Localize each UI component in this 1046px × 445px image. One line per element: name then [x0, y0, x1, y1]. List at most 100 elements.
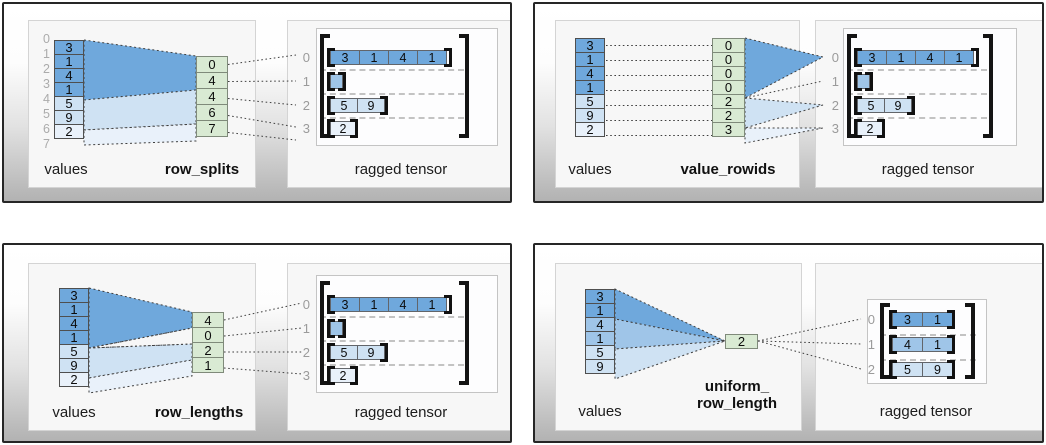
row-left-bracket	[889, 360, 897, 379]
row-right-bracket	[350, 366, 358, 385]
tensor-cell: 1	[922, 312, 953, 327]
values-cell: 1	[585, 303, 615, 318]
row-index-label: 1	[867, 337, 875, 352]
values-column: 3 1 4 1 5 9 2	[54, 40, 84, 139]
row-index-label: 1	[831, 74, 839, 89]
tensor-cell: 1	[417, 50, 447, 65]
empty-row-cell	[330, 321, 343, 336]
tensor-left-bracket	[320, 281, 330, 385]
value-rowids-cell: 0	[712, 80, 745, 95]
values-cell: 9	[59, 358, 89, 373]
value-rowids-column: 0 0 0 0 2 2 3	[712, 38, 745, 137]
values-cell: 4	[59, 316, 89, 331]
method-label: row_lengths	[154, 404, 244, 421]
row-right-bracket	[971, 48, 979, 67]
row-right-bracket	[865, 72, 873, 91]
ragged-tensor-label: ragged tensor	[354, 404, 448, 421]
values-cell: 1	[575, 80, 605, 95]
row-left-bracket	[854, 119, 862, 138]
row-right-bracket	[907, 96, 915, 115]
tensor-left-bracket	[320, 34, 330, 138]
row-separator	[320, 69, 464, 71]
tensor-right-bracket	[983, 34, 993, 138]
tensor-row: 5 9	[857, 98, 912, 113]
tensor-row: 5 9	[330, 98, 385, 113]
values-label: values	[568, 161, 612, 178]
values-cell: 1	[54, 82, 84, 97]
values-cell: 3	[54, 40, 84, 55]
tensor-cell: 4	[915, 50, 945, 65]
tensor-row: 3 1 4 1	[330, 297, 447, 312]
row-index-label: 3	[302, 121, 310, 136]
value-rowids-cell: 2	[712, 108, 745, 123]
tensor-cell: 1	[944, 50, 974, 65]
values-cell: 9	[585, 359, 615, 374]
row-lengths-cell: 0	[192, 327, 224, 343]
tensor-cell: 1	[417, 297, 447, 312]
panel-row-lengths: 3 1 4 1 5 9 2 4 0 2 1 values row_lengths…	[2, 243, 512, 443]
row-separator	[880, 359, 976, 361]
values-cell: 3	[585, 289, 615, 304]
row-splits-cell: 4	[196, 88, 228, 105]
tensor-cell: 9	[357, 98, 385, 113]
values-column: 3 1 4 1 5 9 2	[59, 288, 89, 387]
tensor-row: 2	[330, 121, 356, 136]
row-index-label: 1	[302, 321, 310, 336]
funnel-overlay	[88, 287, 303, 394]
empty-row-cell	[330, 74, 343, 89]
value-index-label: 5	[43, 107, 50, 121]
values-cell: 5	[54, 96, 84, 111]
method-label: uniform_ row_length	[662, 378, 812, 412]
row-left-bracket	[854, 48, 862, 67]
row-left-bracket	[854, 72, 862, 91]
value-rowids-cell: 3	[712, 122, 745, 137]
row-left-bracket	[327, 343, 335, 362]
tensor-row: 4 1	[892, 337, 953, 352]
ragged-tensor-label: ragged tensor	[881, 161, 975, 178]
row-index-label: 2	[302, 98, 310, 113]
tensor-right-bracket	[965, 303, 975, 379]
row-left-bracket	[327, 366, 335, 385]
row-splits-cell: 7	[196, 120, 228, 137]
funnel-overlay	[83, 39, 297, 146]
tensor-row: 3 1 4 1	[330, 50, 447, 65]
uniform-row-length-cell-wrap: 2	[725, 334, 758, 349]
values-column: 3 1 4 1 5 9 2	[575, 38, 605, 137]
row-separator	[847, 117, 987, 119]
row-separator	[320, 340, 464, 342]
row-index-label: 1	[302, 74, 310, 89]
method-label-line1: uniform_	[704, 378, 770, 395]
value-rowids-cell: 0	[712, 38, 745, 53]
values-cell: 2	[59, 372, 89, 387]
row-left-bracket	[327, 119, 335, 138]
row-splits-cell: 0	[196, 56, 228, 73]
row-right-bracket	[338, 72, 346, 91]
row-lengths-cell: 1	[192, 357, 224, 373]
tensor-right-bracket	[459, 281, 469, 385]
empty-row-cell	[857, 74, 870, 89]
row-lengths-column: 4 0 2 1	[192, 312, 224, 373]
row-index-label: 0	[302, 297, 310, 312]
row-right-bracket	[877, 119, 885, 138]
row-separator	[880, 334, 976, 336]
value-rowids-cell: 0	[712, 66, 745, 81]
row-index-label: 3	[831, 121, 839, 136]
row-left-bracket	[889, 310, 897, 329]
row-index-label: 0	[302, 50, 310, 65]
values-cell: 1	[575, 52, 605, 67]
row-index-label: 0	[831, 50, 839, 65]
values-cell: 3	[59, 288, 89, 303]
method-label: value_rowids	[680, 161, 776, 178]
row-separator	[320, 93, 464, 95]
tensor-row: 5 9	[330, 345, 385, 360]
row-right-bracket	[350, 119, 358, 138]
values-cell: 5	[585, 345, 615, 360]
tensor-cell: 1	[359, 50, 389, 65]
row-index-label: 0	[867, 312, 875, 327]
row-splits-cell: 4	[196, 72, 228, 89]
row-right-bracket	[947, 335, 955, 354]
panel-value-rowids: 3 1 4 1 5 9 2 0 0 0 0 2 2 3 values value…	[533, 2, 1044, 203]
funnel-overlay	[606, 37, 825, 144]
row-left-bracket	[854, 96, 862, 115]
values-cell: 1	[585, 331, 615, 346]
